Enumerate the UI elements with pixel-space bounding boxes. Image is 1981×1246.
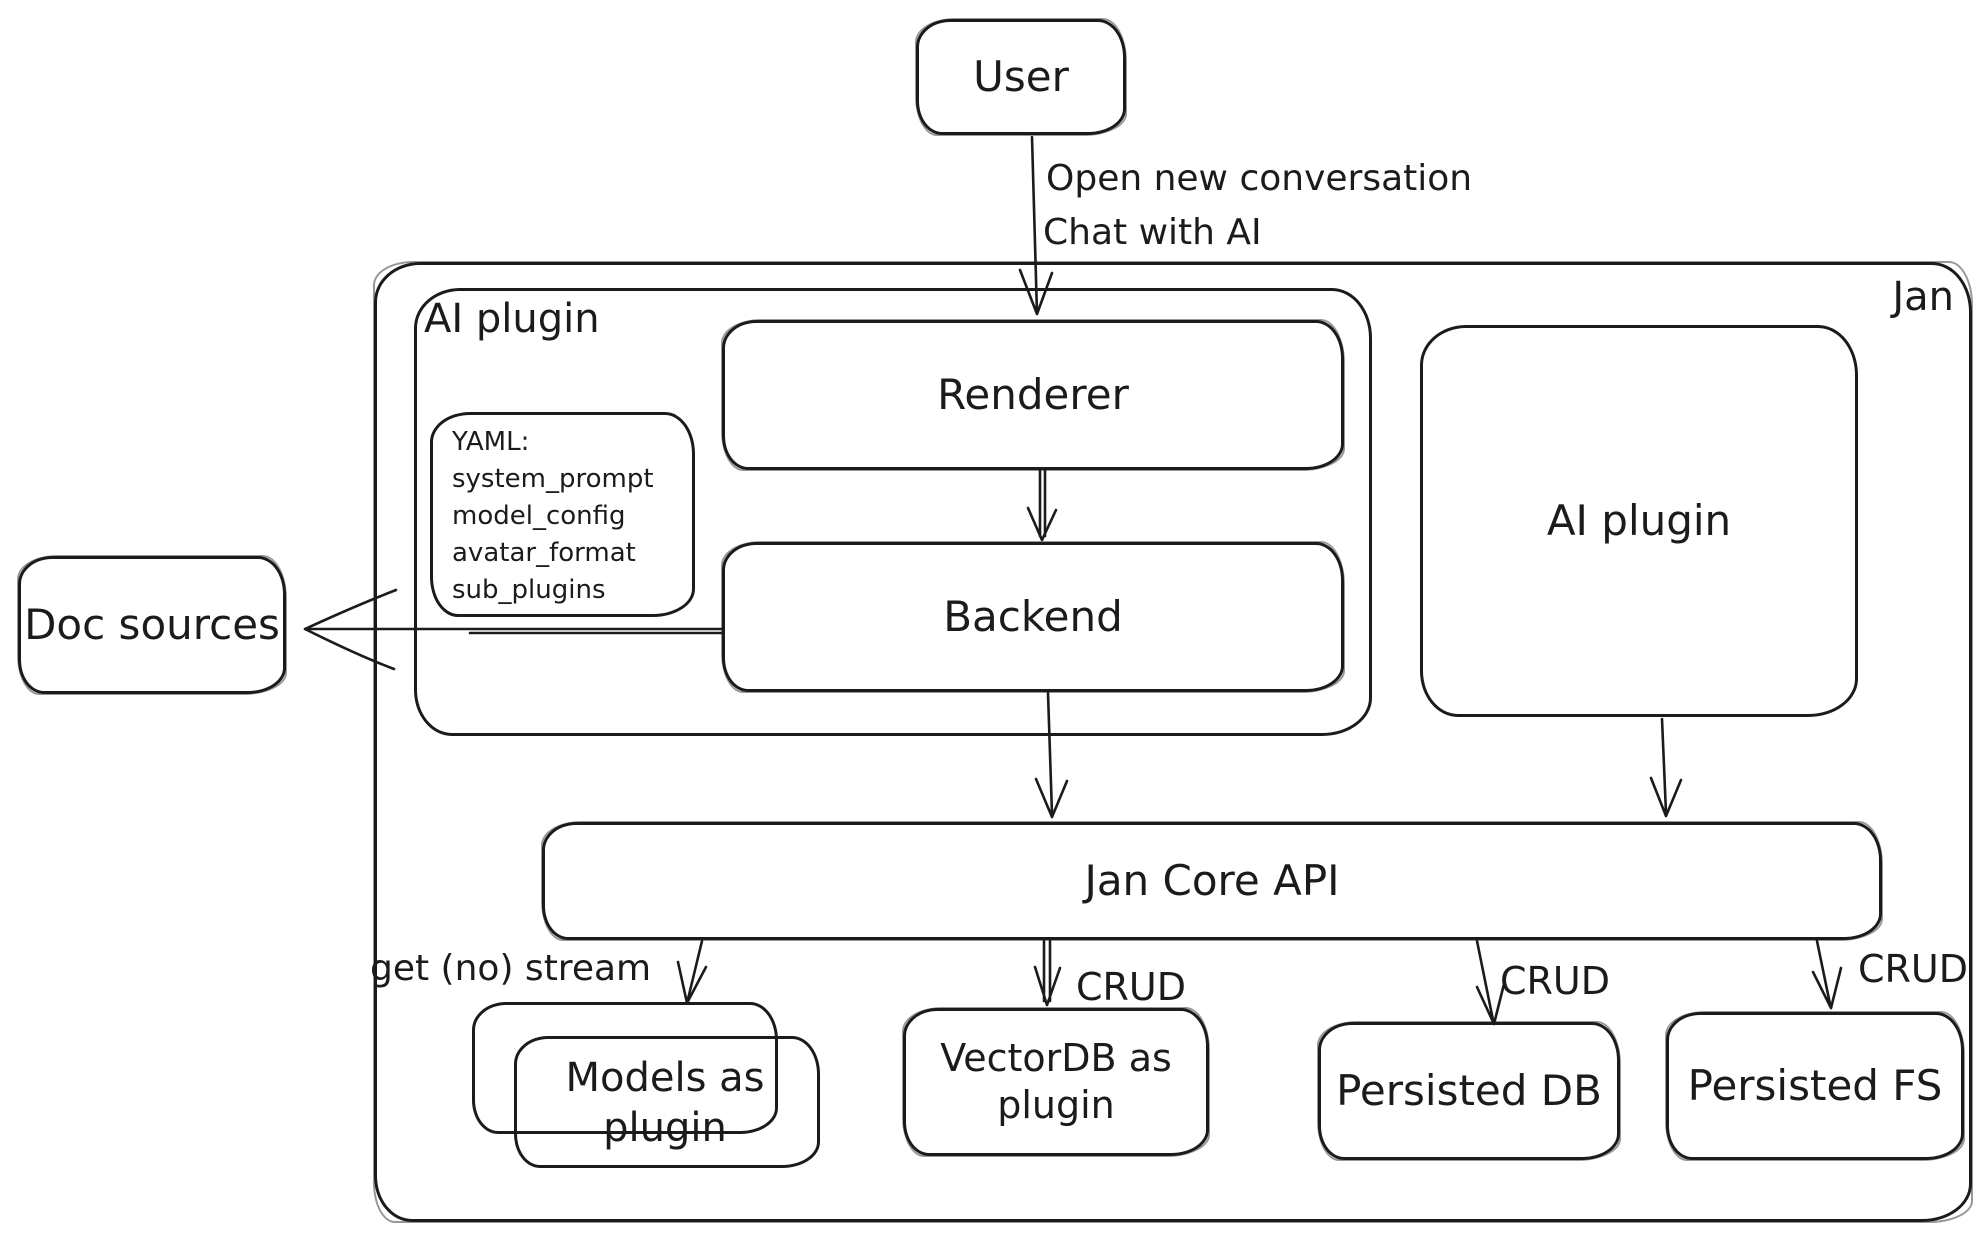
jan-core-api-label: Jan Core API <box>1084 855 1340 905</box>
yaml-note-line-avatar-format: avatar_format <box>452 538 636 568</box>
renderer-label: Renderer <box>937 369 1129 419</box>
edge-label-crud-persisted-db: CRUD <box>1500 959 1611 1003</box>
models-as-plugin-label: Models as plugin <box>565 1055 765 1151</box>
models-as-plugin-node-back <box>472 1002 778 1134</box>
ai-plugin-left-label: AI plugin <box>424 296 600 342</box>
vectordb-as-plugin-label: VectorDB as plugin <box>940 1035 1172 1128</box>
jan-label: Jan <box>1892 274 1954 320</box>
user-label: User <box>973 51 1069 101</box>
doc-sources-label: Doc sources <box>24 599 280 649</box>
persisted-fs-label: Persisted FS <box>1687 1060 1943 1110</box>
edge-label-chat-with-ai: Chat with AI <box>1043 212 1262 253</box>
ai-plugin-right-label: AI plugin <box>1546 495 1732 545</box>
edge-label-get-no-stream: get (no) stream <box>370 948 652 989</box>
yaml-note-title: YAML: <box>452 427 530 457</box>
edge-label-crud-persisted-fs: CRUD <box>1858 947 1969 991</box>
backend-label: Backend <box>943 591 1123 641</box>
persisted-db-label: Persisted DB <box>1336 1065 1602 1115</box>
models-as-plugin-node-front <box>514 1036 820 1168</box>
ai-plugin-left-container <box>414 288 1372 736</box>
ai-plugin-right-node <box>1420 325 1858 717</box>
edge-label-open-new-conversation: Open new conversation <box>1046 158 1473 199</box>
yaml-note-line-sub-plugins: sub_plugins <box>452 575 606 605</box>
edge-label-crud-vectordb: CRUD <box>1076 965 1187 1009</box>
yaml-note-line-system-prompt: system_prompt <box>452 464 654 494</box>
yaml-note-line-model-config: model_config <box>452 501 626 531</box>
